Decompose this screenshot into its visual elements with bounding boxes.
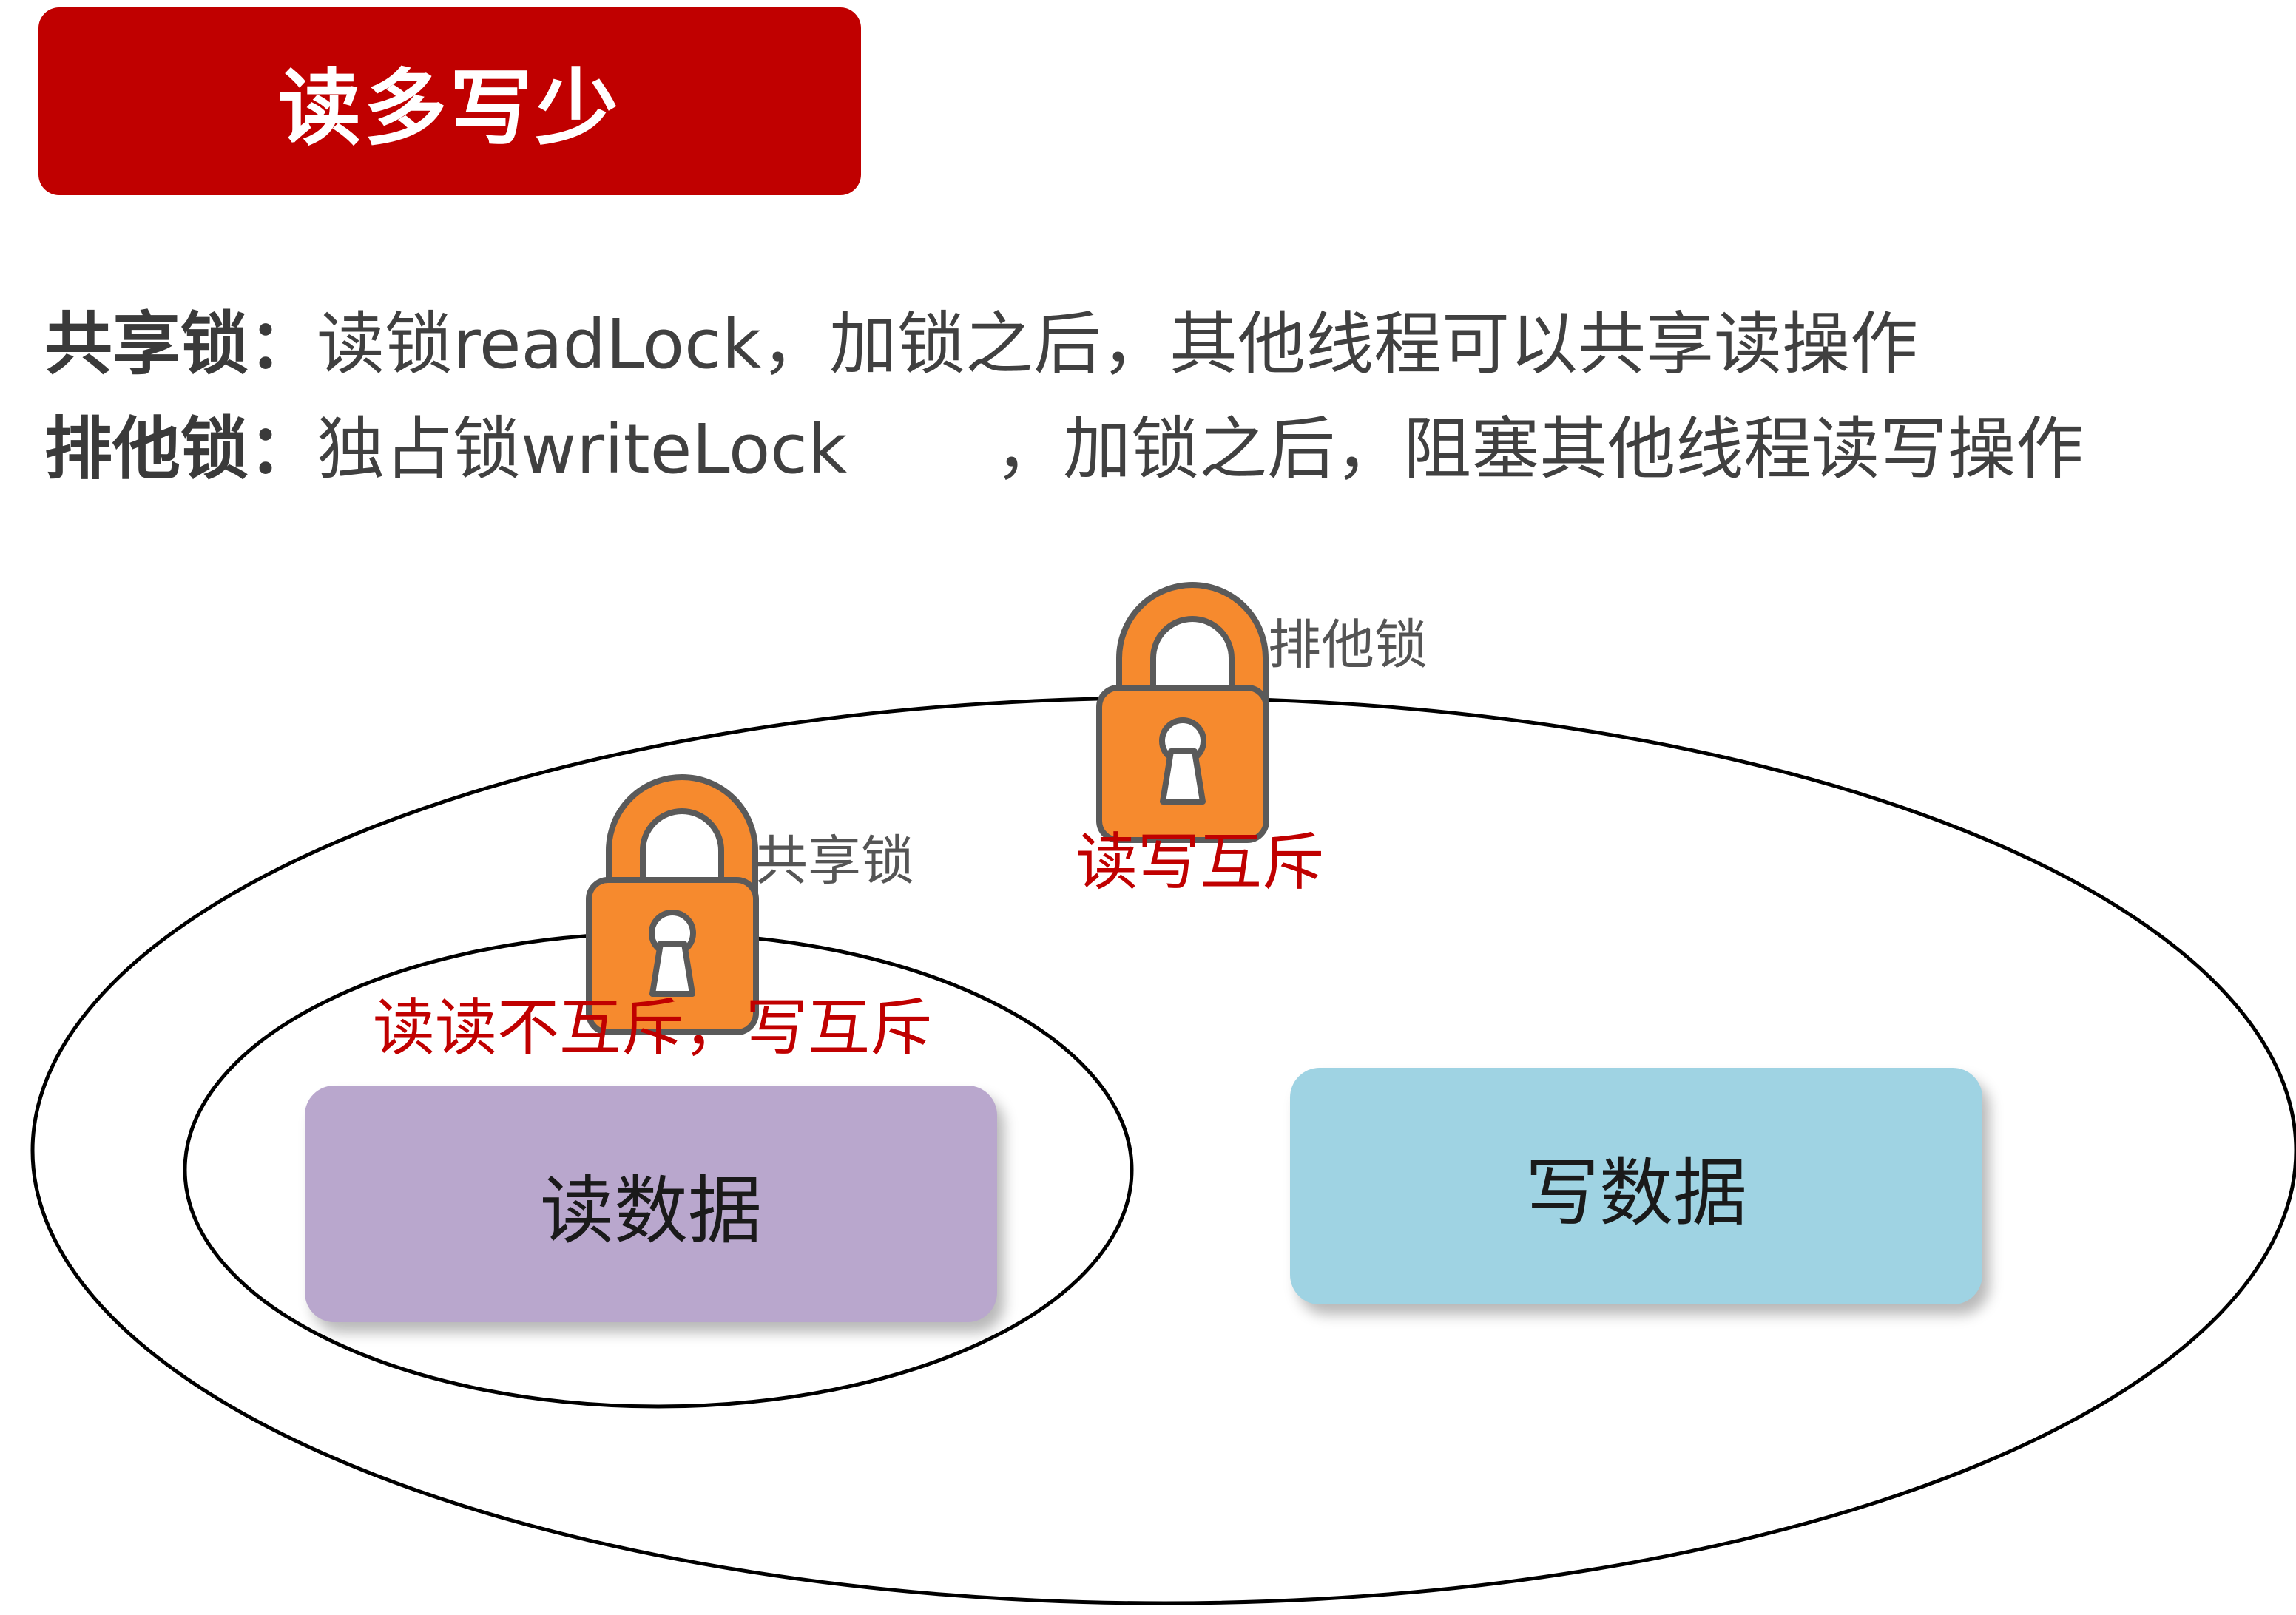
- read-data-label: 读数据: [540, 1167, 762, 1254]
- exclusive-lock-description: 排他锁：独占锁writeLock，加锁之后，阻塞其他线程读写操作: [44, 416, 2084, 484]
- shared-lock-text: 读锁readLock，加锁之后，其他线程可以共享读操作: [317, 305, 1918, 384]
- exclusive-lock-text-before: 独占锁writeLock: [317, 410, 848, 489]
- outer-lock-label: 排他锁: [1268, 614, 1428, 676]
- exclusive-lock-term: 排他锁：: [44, 410, 317, 489]
- padlock-icon: [1096, 582, 1269, 843]
- shared-lock-description: 共享锁：读锁readLock，加锁之后，其他线程可以共享读操作: [44, 311, 1918, 379]
- padlock-icon: [586, 774, 759, 1035]
- read-data-box: 读数据: [305, 1086, 997, 1322]
- title-banner: 读多写少: [38, 7, 861, 195]
- inner-rule-label: 读读不互斥，写互斥: [373, 992, 933, 1064]
- page-title: 读多写少: [278, 61, 621, 157]
- write-data-box: 写数据: [1290, 1068, 1982, 1304]
- exclusive-lock-text-after: ，加锁之后，阻塞其他线程读写操作: [995, 410, 2084, 489]
- shared-lock-term: 共享锁：: [44, 305, 317, 384]
- write-data-label: 写数据: [1525, 1149, 1747, 1236]
- outer-rule-label: 读写互斥: [1076, 826, 1325, 898]
- inner-lock-label: 共享锁: [754, 830, 915, 892]
